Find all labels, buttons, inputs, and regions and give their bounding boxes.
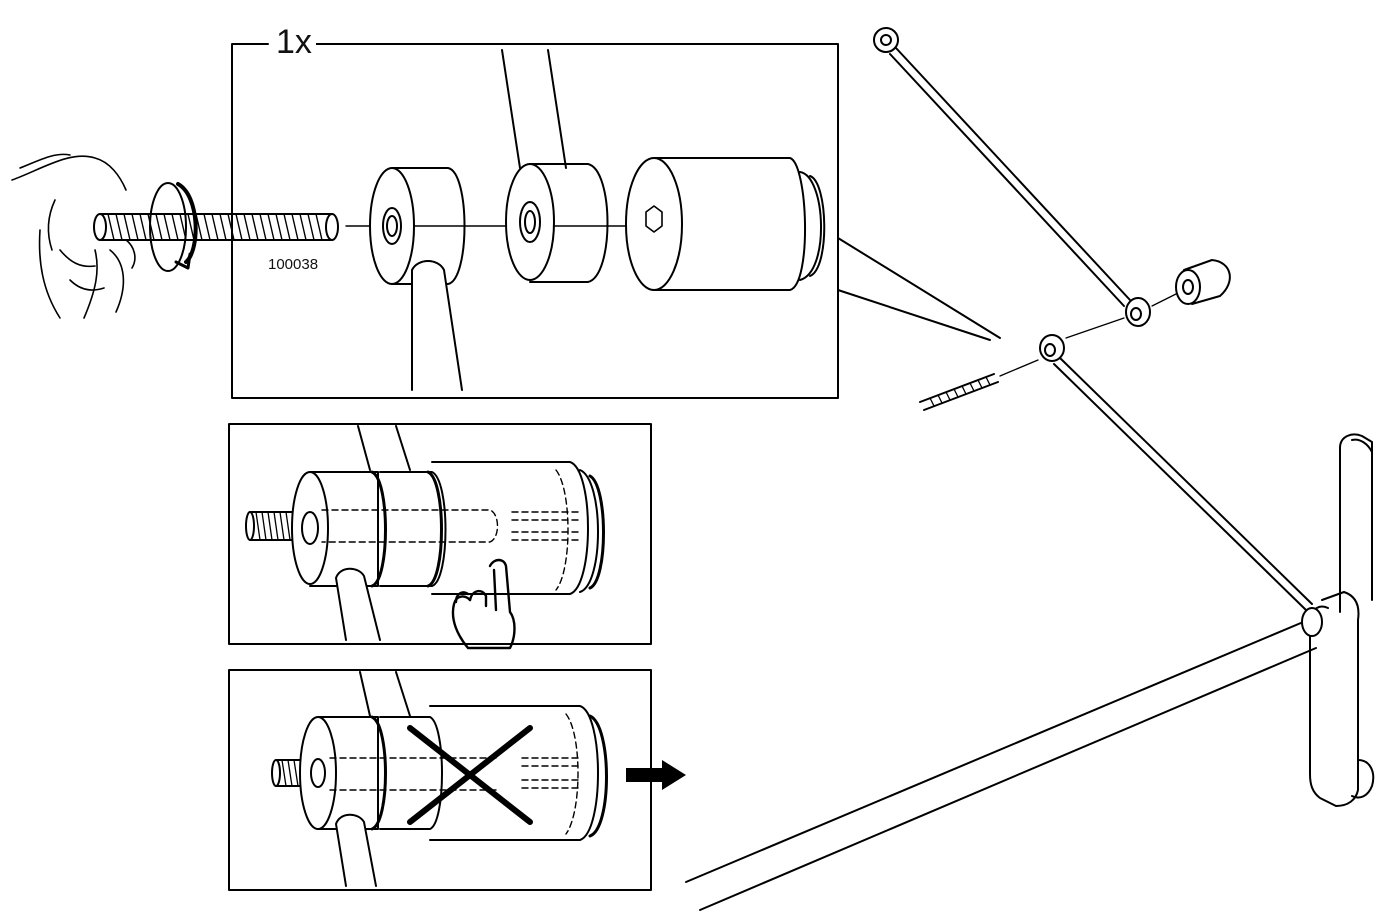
detail-panel-wrong — [228, 669, 686, 891]
callout-line-top — [837, 237, 1001, 339]
frame-overview — [685, 27, 1375, 911]
leg-post — [1309, 433, 1375, 807]
part-number-label: 100038 — [268, 256, 319, 273]
x-mark-icon — [407, 725, 533, 825]
detail-panel-top — [11, 43, 1001, 399]
barrel-end-2 — [501, 49, 609, 283]
threaded-rod-icon — [93, 213, 339, 241]
detail-panel-correct — [228, 423, 652, 650]
loose-threaded-rod — [919, 373, 999, 411]
pointing-hand-icon — [451, 558, 516, 650]
cap-nut — [625, 157, 826, 291]
rotate-arrow-icon — [149, 182, 198, 272]
hand-icon — [11, 153, 136, 319]
callout-line-bottom — [837, 289, 991, 341]
barrel-end-1 — [369, 167, 466, 391]
quantity-label: 1x — [272, 22, 316, 62]
spacer-part — [1175, 259, 1231, 305]
arrow-right-icon — [626, 760, 686, 790]
